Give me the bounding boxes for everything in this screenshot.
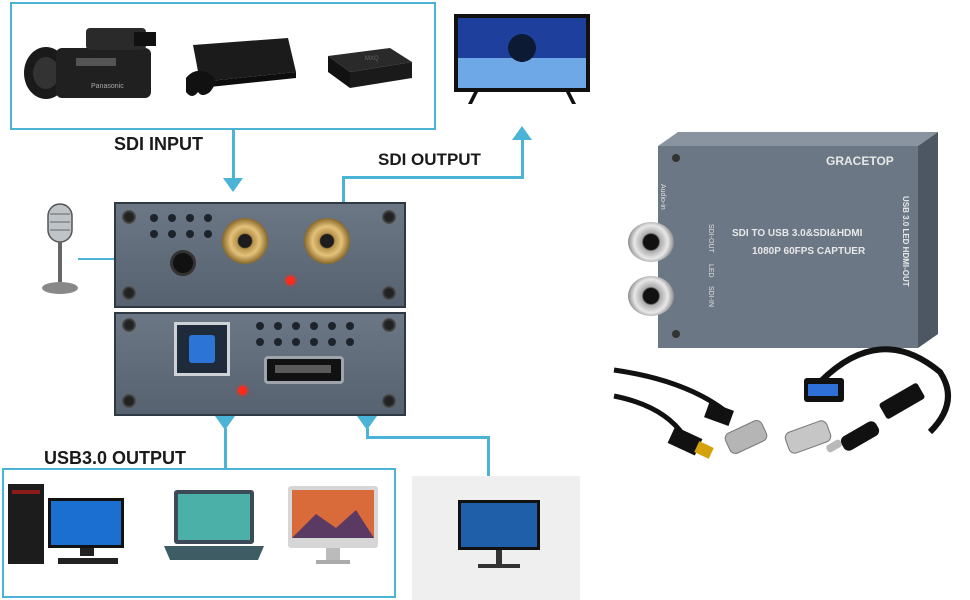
status-led xyxy=(286,276,295,285)
product-device-body xyxy=(658,132,938,348)
vent-hole xyxy=(256,322,264,330)
device-side-audio-label: Audio-in xyxy=(659,184,666,210)
vent-hole xyxy=(346,322,354,330)
vent-hole xyxy=(292,322,300,330)
vent-hole xyxy=(204,230,212,238)
hdmi-output-arrow xyxy=(357,416,377,430)
usb-cable-icon xyxy=(613,367,734,459)
vent-hole xyxy=(186,230,194,238)
vent-hole xyxy=(168,230,176,238)
status-led xyxy=(238,386,247,395)
sdi-input-connector xyxy=(232,130,235,178)
screw-icon xyxy=(122,318,136,332)
sdi-output-connector-h xyxy=(342,176,524,179)
device-title-line1: SDI TO USB 3.0&SDI&HDMI xyxy=(732,228,863,239)
sdi-output-label: SDI OUTPUT xyxy=(378,150,481,169)
screw-icon xyxy=(122,394,136,408)
screw-icon xyxy=(382,286,396,300)
device-side-sdi-out-label: SDI-OUT xyxy=(707,224,714,253)
laptop-icon xyxy=(164,490,264,560)
sdi-input-arrow xyxy=(223,178,243,192)
hdmi-out-port xyxy=(264,356,344,384)
vent-hole xyxy=(204,214,212,222)
usb-output-connector xyxy=(224,428,227,470)
sdi-in-bnc-connector xyxy=(222,218,268,264)
imac-icon xyxy=(288,486,378,564)
product-sdi-in-bnc xyxy=(628,276,674,316)
device-side-right-label: USB 3.0 LED HDMI-OUT xyxy=(901,196,910,287)
vent-hole xyxy=(256,338,264,346)
hdmi-output-connector-h xyxy=(366,436,490,439)
vent-hole xyxy=(310,322,318,330)
vent-hole xyxy=(274,338,282,346)
screw-icon xyxy=(382,318,396,332)
screw-icon xyxy=(122,210,136,224)
vent-hole xyxy=(346,338,354,346)
tv-box-icon: MXQ xyxy=(328,48,412,88)
usb-output-arrow xyxy=(215,416,235,430)
vent-hole xyxy=(150,214,158,222)
device-title-line2: 1080P 60FPS CAPTUER xyxy=(752,246,866,257)
usb-c-adapter-icon xyxy=(804,346,951,453)
bnc-adapter-icon xyxy=(724,420,832,454)
screw-icon xyxy=(382,394,396,408)
vent-hole xyxy=(328,322,336,330)
tv-icon xyxy=(454,14,590,104)
vent-hole xyxy=(328,338,336,346)
vent-hole xyxy=(186,214,194,222)
hdmi-output-connector-v1 xyxy=(366,428,369,438)
screw-icon xyxy=(122,286,136,300)
vent-hole xyxy=(168,214,176,222)
microphone-icon xyxy=(42,203,78,294)
desktop-pc-icon xyxy=(8,484,124,564)
svg-text:Panasonic: Panasonic xyxy=(91,83,124,90)
usb-output-label: USB3.0 OUTPUT xyxy=(44,448,187,468)
sdi-input-devices-frame xyxy=(10,2,436,130)
camcorder-icon: Panasonic xyxy=(24,28,156,99)
usb-b-port xyxy=(174,322,230,376)
vent-hole xyxy=(150,230,158,238)
vent-hole xyxy=(274,322,282,330)
sdi-output-connector-v2 xyxy=(521,140,524,178)
monitor-icon xyxy=(458,500,540,568)
device-brand: GRACETOP xyxy=(826,154,894,168)
sdi-out-bnc-connector xyxy=(304,218,350,264)
svg-text:MXQ: MXQ xyxy=(365,56,379,62)
device-bottom-panel xyxy=(114,312,406,416)
audio-in-jack xyxy=(170,250,196,276)
game-console-icon xyxy=(186,38,296,96)
device-side-sdi-in-label: SDI-IN xyxy=(707,286,714,307)
vent-hole xyxy=(310,338,318,346)
device-side-led-label: LED xyxy=(707,264,714,278)
sdi-output-connector-v1 xyxy=(342,176,345,208)
vent-hole xyxy=(292,338,300,346)
hdmi-output-connector-v2 xyxy=(487,436,490,476)
usb-output-devices-frame xyxy=(2,468,396,598)
screw-icon xyxy=(382,210,396,224)
product-sdi-out-bnc xyxy=(628,222,674,262)
sdi-output-arrow xyxy=(512,126,532,140)
sdi-input-label: SDI INPUT xyxy=(114,134,204,154)
device-top-panel xyxy=(114,202,406,308)
